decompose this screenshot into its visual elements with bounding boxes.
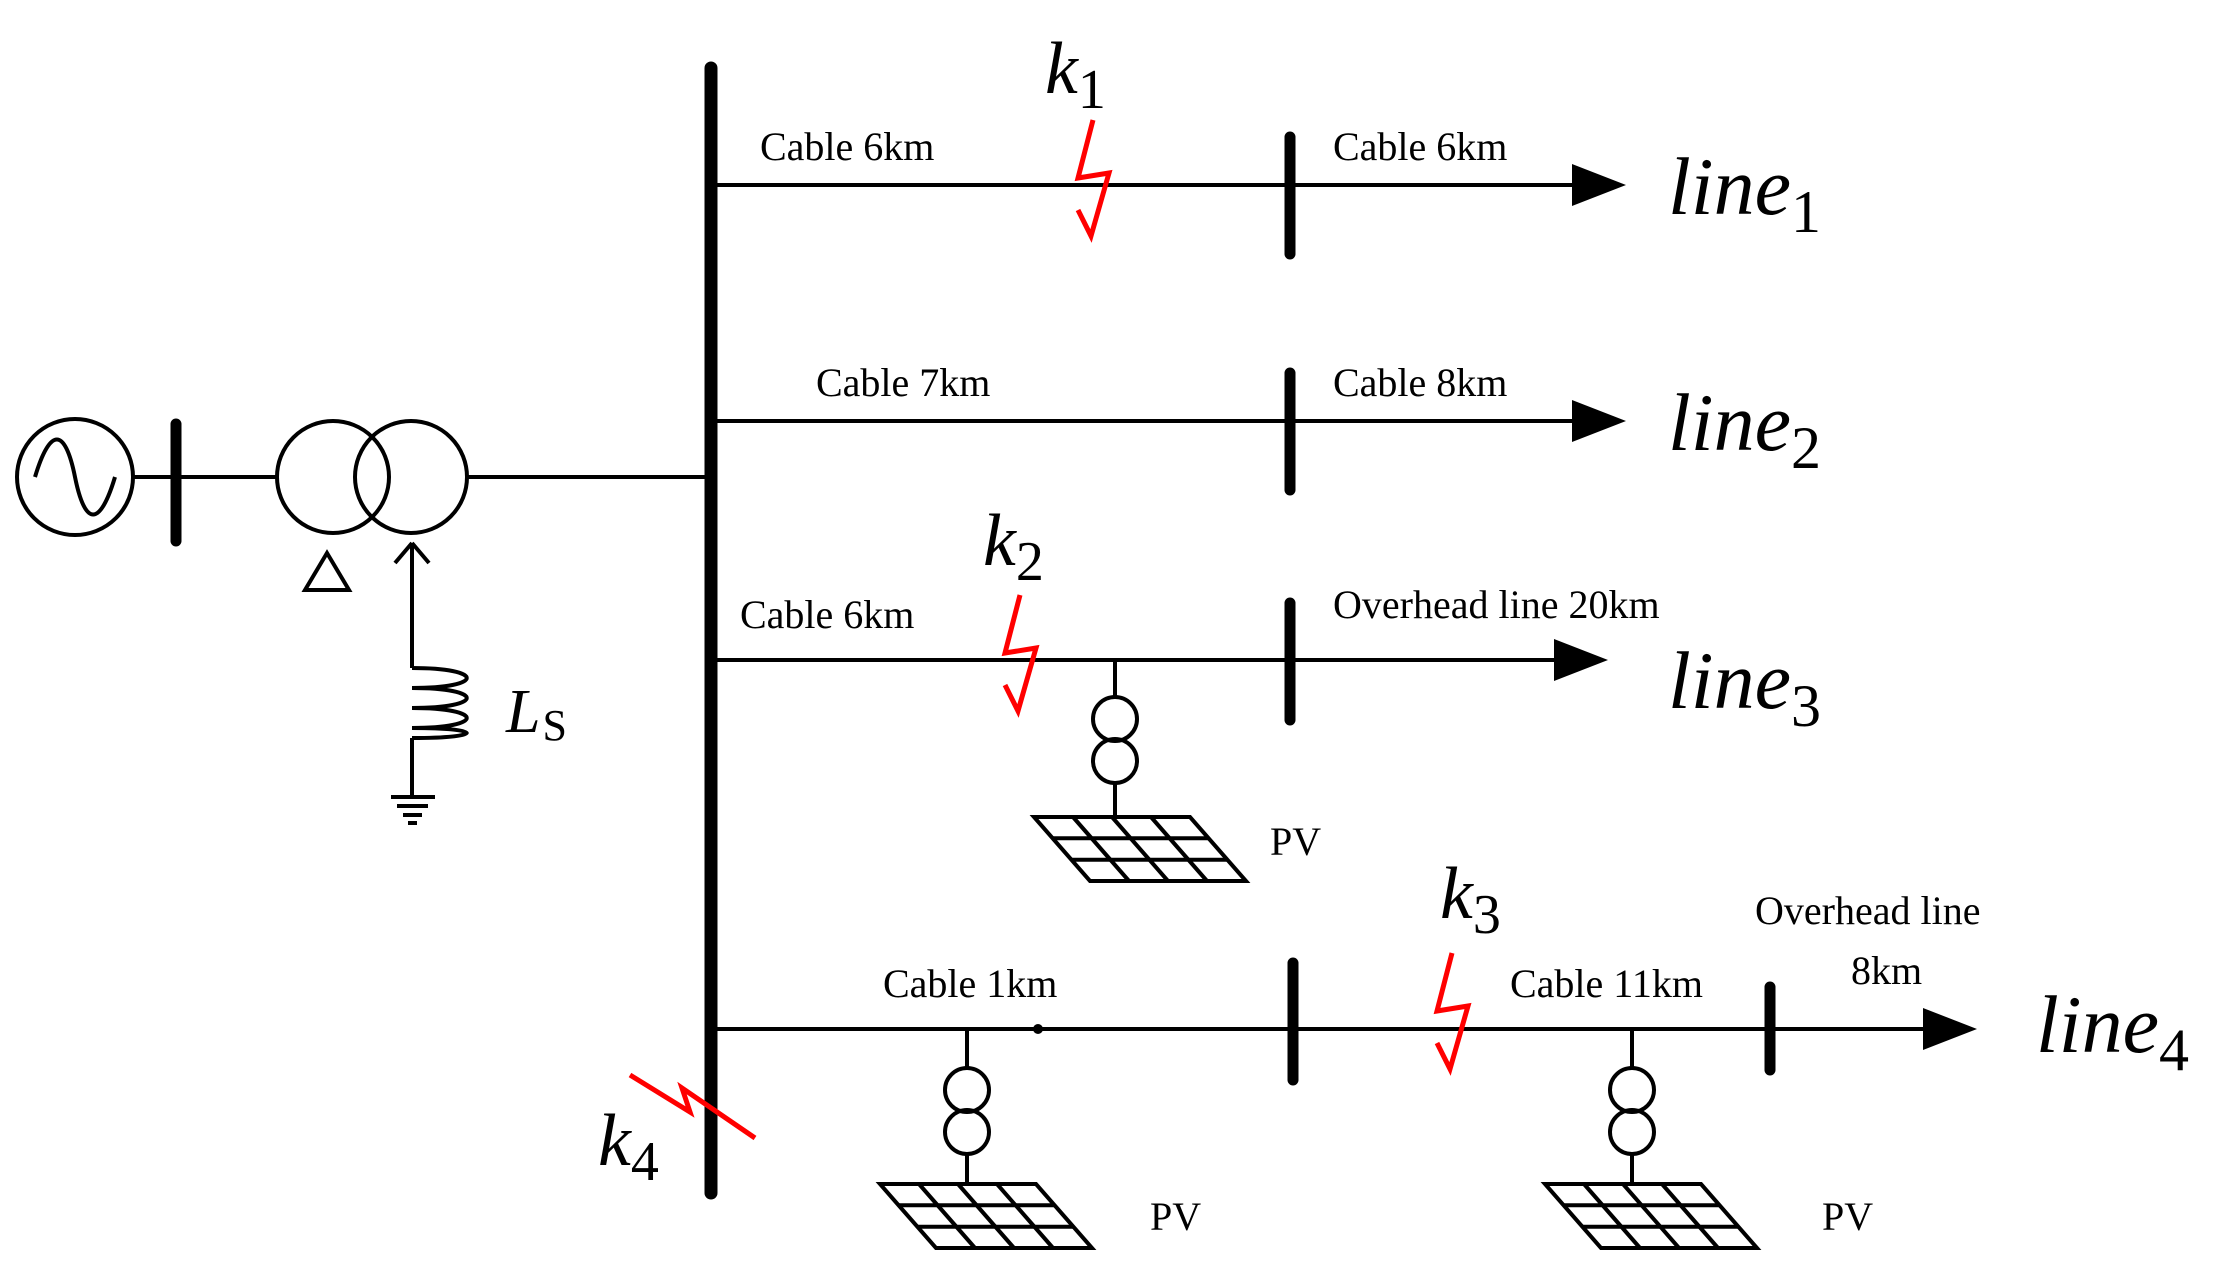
grounding-inductor-icon [410, 595, 469, 795]
feeder-4-segment-1-label: Cable 1km [883, 961, 1057, 1006]
pv-label: PV [1150, 1194, 1201, 1239]
feeder-2-segment-1-label: Cable 7km [816, 360, 990, 405]
pv-transformer-icon [1091, 660, 1139, 817]
feeder-4-segment-3-label-line1: Overhead line [1755, 888, 1980, 933]
feeder-line-4 [711, 957, 1977, 1086]
solar-panel-icon [1029, 815, 1251, 883]
pv-label: PV [1270, 819, 1321, 864]
feeder-4-segment-3-label-line2: 8km [1851, 948, 1922, 993]
ground-icon [391, 795, 435, 825]
solar-panel-icon [875, 1182, 1097, 1250]
delta-winding-icon [301, 549, 353, 592]
fault-k4-icon [628, 1072, 757, 1141]
feeder-line-3 [711, 597, 1608, 726]
fault-k2-label: k2 [983, 500, 1044, 593]
fault-k4-label: k4 [598, 1100, 659, 1193]
feeder-4-name: line4 [2036, 979, 2189, 1083]
feeder-3-segment-2-label: Overhead line 20km [1333, 582, 1660, 627]
transformer-icon [275, 419, 469, 535]
wye-winding-icon [393, 541, 431, 595]
fault-k2-icon [1001, 594, 1040, 718]
pv-transformer-icon [1608, 1029, 1656, 1184]
feeder-1-segment-1-label: Cable 6km [760, 124, 934, 169]
feeder-line-2 [711, 367, 1626, 496]
ac-source-icon [15, 417, 135, 537]
fault-k1-icon [1074, 119, 1113, 243]
feeder-2-name: line2 [1668, 377, 1821, 481]
pv-label: PV [1822, 1194, 1873, 1239]
feeder-1-name: line1 [1668, 141, 1821, 245]
feeder-3-name: line3 [1668, 635, 1821, 739]
fault-k3-label: k3 [1440, 853, 1501, 946]
feeder-3-segment-1-label: Cable 6km [740, 592, 914, 637]
fault-k1-label: k1 [1045, 28, 1106, 121]
feeder-4-segment-2-label: Cable 11km [1510, 961, 1703, 1006]
inductor-label: LS [505, 678, 567, 750]
solar-panel-icon [1540, 1182, 1762, 1250]
feeder-2-segment-2-label: Cable 8km [1333, 360, 1507, 405]
feeder-line-1 [711, 131, 1626, 260]
feeder-1-segment-2-label: Cable 6km [1333, 124, 1507, 169]
fault-k3-icon [1433, 952, 1472, 1076]
pv-transformer-icon [943, 1029, 991, 1184]
